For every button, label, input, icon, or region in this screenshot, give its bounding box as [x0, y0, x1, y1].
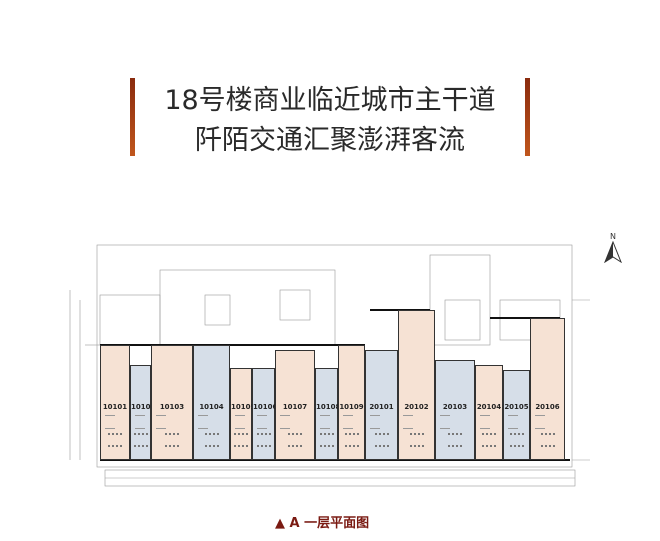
unit-10106: 10106 [252, 368, 278, 460]
unit-area-note [235, 415, 245, 429]
unit-20104: 20104 [475, 365, 503, 460]
unit-10102: 10102 [130, 365, 156, 460]
unit-20101: 20101 [365, 350, 398, 460]
unit-area-note [198, 415, 208, 429]
unit-label: 10107 [282, 403, 308, 411]
unit-use-note [108, 433, 122, 447]
unit-label: 10108 [316, 403, 341, 411]
unit-10107: 10107 [275, 350, 315, 460]
unit-label: 20102 [404, 403, 429, 411]
unit-20106: 20106 [530, 318, 565, 460]
unit-10109: 10109 [338, 345, 365, 460]
unit-label: 20104 [476, 403, 502, 411]
unit-use-note [288, 433, 302, 447]
unit-10101: 10101 [100, 345, 130, 460]
unit-label: 20106 [535, 403, 560, 411]
unit-area-note [257, 415, 267, 429]
north-label: N [610, 232, 616, 241]
unit-area-note [535, 415, 545, 429]
unit-area-note [480, 415, 490, 429]
unit-10108: 10108 [315, 368, 341, 460]
unit-use-note [165, 433, 179, 447]
triangle-marker-icon: ▲ [275, 516, 285, 531]
unit-area-note [135, 415, 145, 429]
unit-use-note [133, 433, 148, 447]
unit-label: 10106 [253, 403, 278, 411]
unit-label: 20101 [369, 403, 394, 411]
unit-area-note [508, 415, 518, 429]
unit-label: 10105 [231, 403, 256, 411]
unit-use-note [319, 433, 334, 447]
unit-area-note [343, 415, 353, 429]
unit-use-note [234, 433, 248, 447]
unit-use-note [409, 433, 424, 447]
unit-use-note [482, 433, 496, 447]
north-arrow: N [600, 232, 626, 265]
unit-area-note [320, 415, 330, 429]
title-line-2: 阡陌交通汇聚澎湃客流 [195, 125, 465, 156]
title-accent-bar-right [525, 78, 530, 156]
unit-area-note [280, 415, 290, 429]
unit-area-note [403, 415, 413, 429]
unit-area-note [370, 415, 380, 429]
unit-use-note [448, 433, 462, 447]
unit-use-note [509, 433, 524, 447]
unit-20105: 20105 [503, 370, 530, 460]
plan-caption: ▲ A 一层平面图 [275, 512, 369, 531]
unit-area-note [156, 415, 166, 429]
unit-use-note [540, 433, 555, 447]
unit-10105: 10105 [230, 368, 256, 460]
unit-area-note [440, 415, 450, 429]
unit-label: 10102 [131, 403, 156, 411]
unit-label: 10104 [199, 403, 224, 411]
unit-20103: 20103 [435, 360, 475, 460]
unit-use-note [374, 433, 389, 447]
unit-20102: 20102 [398, 310, 435, 460]
unit-label: 10109 [339, 403, 364, 411]
unit-area-note [105, 415, 115, 429]
unit-use-note [256, 433, 271, 447]
title-line-1: 18号楼商业临近城市主干道 [164, 85, 496, 116]
unit-label: 20103 [442, 403, 468, 411]
unit-label: 10101 [102, 403, 128, 411]
compass-icon [603, 240, 623, 264]
unit-label: 20105 [504, 403, 529, 411]
unit-10104: 10104 [193, 345, 230, 460]
unit-10103: 10103 [151, 345, 193, 460]
unit-label: 10103 [159, 403, 185, 411]
unit-use-note [344, 433, 359, 447]
unit-use-note [204, 433, 219, 447]
title-accent-bar-left [130, 78, 135, 156]
caption-text: A 一层平面图 [289, 516, 370, 531]
